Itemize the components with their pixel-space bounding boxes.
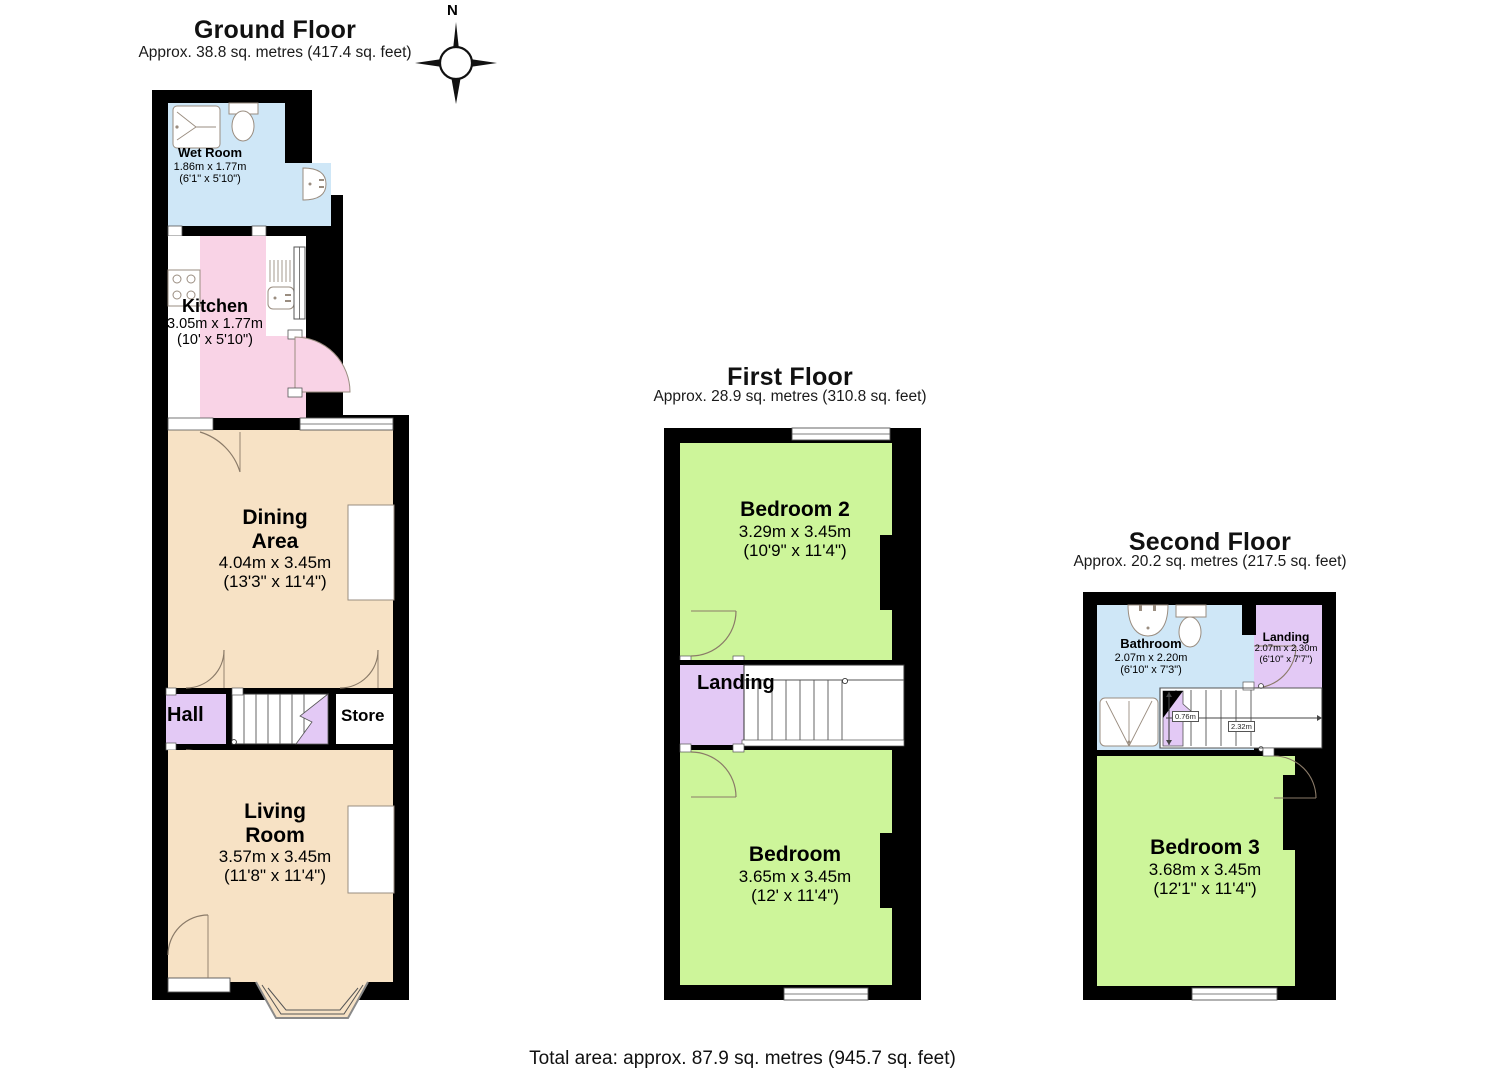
wet-room-imperial: (6'1" x 5'10"): [179, 172, 241, 185]
annotation-stair-width: 0.76m: [1172, 711, 1199, 723]
bedroom-3-metric: 3.68m x 3.45m: [1148, 859, 1262, 879]
bedroom-1-imperial: (12' x 11'4"): [751, 885, 839, 905]
room-label-bathroom: Bathroom 2.07m x 2.20m (6'10" x 7'3"): [1092, 636, 1210, 676]
ground-floor-plan: [152, 90, 409, 1019]
landing-second-metric: 2.07m x 2.30m: [1254, 643, 1318, 655]
kitchen-metric: 3.05m x 1.77m: [167, 316, 263, 333]
ground-floor-subtitle: Approx. 38.8 sq. metres (417.4 sq. feet): [138, 44, 412, 61]
kitchen-imperial: (10' x 5'10"): [177, 332, 253, 349]
bedroom-1-metric: 3.65m x 3.45m: [738, 866, 852, 886]
room-label-store: Store: [341, 706, 385, 725]
second-floor-plan: [1083, 592, 1336, 1001]
room-label-bedroom-3: Bedroom 3 3.68m x 3.45m (12'1" x 11'4"): [1110, 836, 1300, 898]
compass-north-label: N: [447, 2, 458, 19]
room-label-kitchen: Kitchen 3.05m x 1.77m (10' x 5'10"): [120, 296, 310, 349]
room-label-dining-area: Dining Area 4.04m x 3.45m (13'3" x 11'4"…: [185, 506, 365, 591]
living-name-line2: Room: [245, 823, 305, 847]
first-floor-subtitle: Approx. 28.9 sq. metres (310.8 sq. feet): [653, 388, 927, 405]
room-label-wet-room: Wet Room 1.86m x 1.77m (6'1" x 5'10"): [150, 145, 270, 185]
room-label-bedroom-2: Bedroom 2 3.29m x 3.45m (10'9" x 11'4"): [700, 498, 890, 560]
landing-second-name: Landing: [1262, 630, 1310, 644]
ground-floor-title: Ground Floor: [193, 16, 357, 44]
room-label-living-room: Living Room 3.57m x 3.45m (11'8" x 11'4"…: [185, 800, 365, 885]
wet-room-name-line1: Wet Room: [177, 145, 243, 160]
bedroom-2-imperial: (10'9" x 11'4"): [743, 540, 847, 560]
dining-name-line2: Area: [251, 529, 299, 553]
bathroom-name: Bathroom: [1120, 636, 1182, 651]
second-floor-subtitle: Approx. 20.2 sq. metres (217.5 sq. feet): [1073, 553, 1347, 570]
kitchen-name: Kitchen: [181, 296, 248, 316]
bedroom-2-name: Bedroom 2: [740, 498, 850, 521]
landing-second-imperial: (6'10" x 7'7"): [1259, 654, 1313, 666]
bedroom-1-name: Bedroom: [748, 843, 842, 866]
dining-name-line1: Dining: [242, 506, 308, 529]
bedroom-3-name: Bedroom 3: [1150, 836, 1260, 859]
wet-room-metric: 1.86m x 1.77m: [173, 160, 247, 173]
room-label-landing-second: Landing 2.07m x 2.30m (6'10" x 7'7"): [1238, 630, 1334, 666]
bathroom-metric: 2.07m x 2.20m: [1114, 651, 1188, 664]
living-imperial: (11'8" x 11'4"): [223, 866, 327, 886]
annotation-landing-run: 2.32m: [1228, 721, 1255, 733]
bedroom-3-imperial: (12'1" x 11'4"): [1153, 878, 1257, 898]
first-floor-plan: [664, 427, 921, 1001]
first-floor-title: First Floor: [727, 363, 853, 391]
room-label-hall: Hall: [167, 704, 204, 726]
room-label-landing-first: Landing: [697, 672, 775, 694]
living-name-line1: Living: [244, 800, 306, 823]
compass-rose: [415, 22, 497, 104]
total-area-text: Total area: approx. 87.9 sq. metres (945…: [529, 1048, 956, 1069]
bedroom-2-metric: 3.29m x 3.45m: [738, 521, 852, 541]
dining-metric: 4.04m x 3.45m: [218, 553, 332, 573]
room-label-bedroom-1: Bedroom 3.65m x 3.45m (12' x 11'4"): [700, 843, 890, 905]
bathroom-imperial: (6'10" x 7'3"): [1120, 663, 1182, 676]
dining-imperial: (13'3" x 11'4"): [223, 572, 327, 592]
second-floor-title: Second Floor: [1128, 528, 1292, 556]
living-metric: 3.57m x 3.45m: [218, 847, 332, 867]
